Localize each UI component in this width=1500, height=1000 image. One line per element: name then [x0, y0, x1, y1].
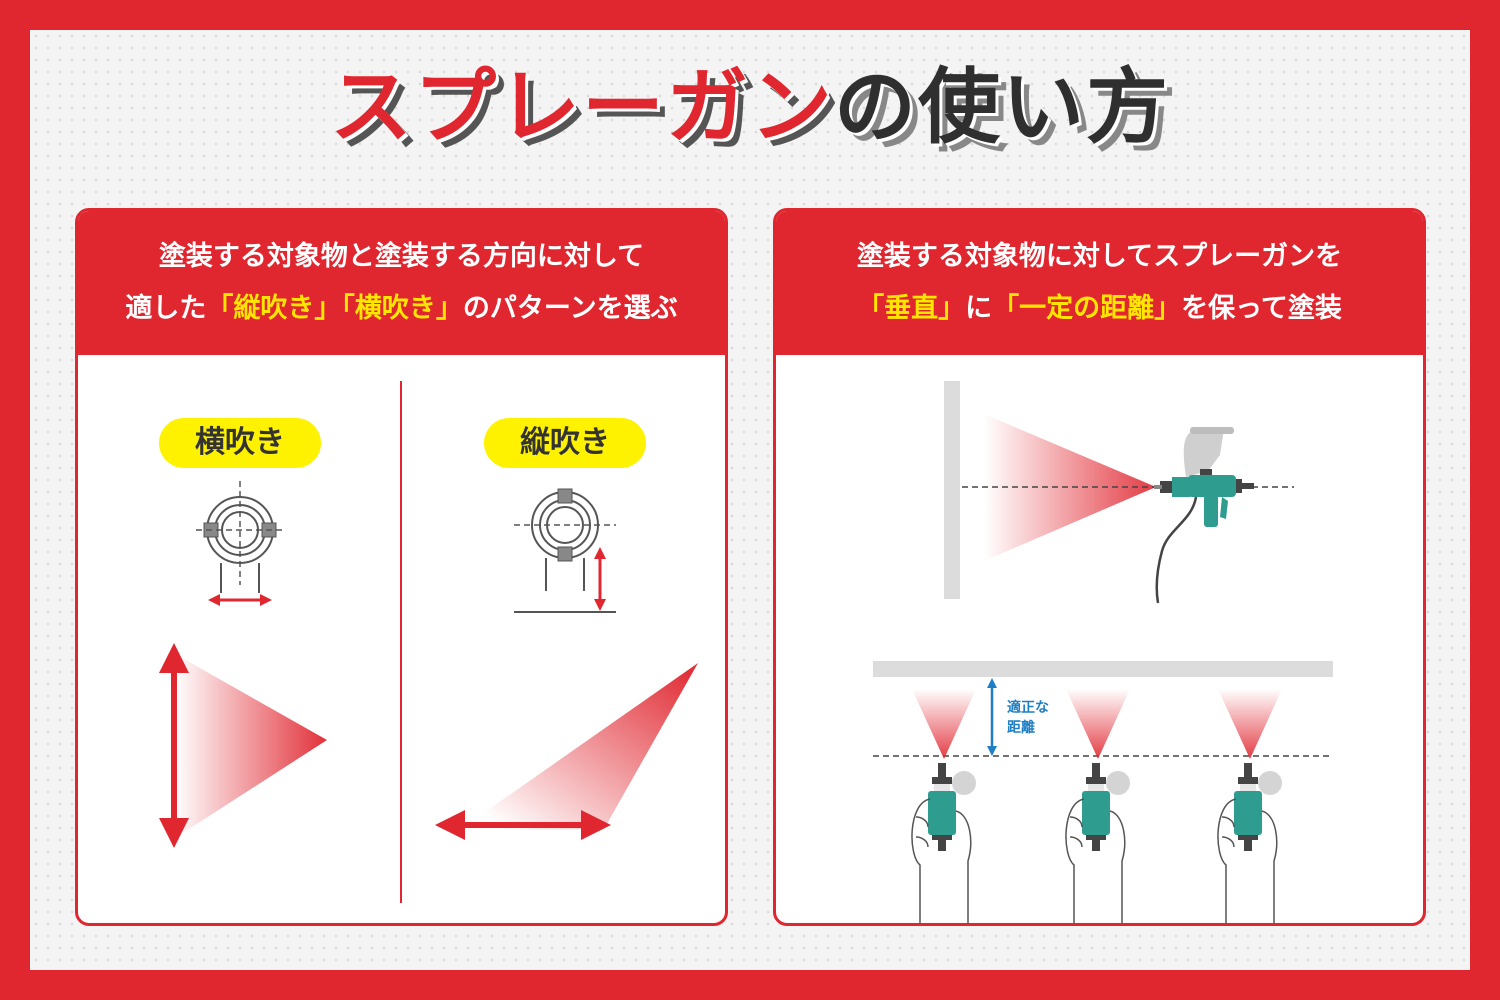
- highlight-vertical: 「縦吹き」: [206, 293, 342, 324]
- title-dark-part: の使い方: [834, 60, 1171, 155]
- spray-pattern-panel: 塗装する対象物と塗装する方向に対して 適した「縦吹き」「横吹き」のパターンを選ぶ: [75, 208, 728, 926]
- hand-spray-gun-2: [1065, 762, 1131, 923]
- spray-pattern-header: 塗装する対象物と塗装する方向に対して 適した「縦吹き」「横吹き」のパターンを選ぶ: [78, 211, 725, 355]
- highlight-horizontal: 「横吹き」: [341, 293, 463, 324]
- top-spray-2: [1066, 689, 1130, 759]
- header-line-2: 「垂直」に「一定の距離」を保って塗装: [857, 293, 1342, 324]
- title-red-part: スプレーガン: [329, 60, 834, 155]
- hand-spray-gun-3: [1217, 762, 1283, 923]
- highlight-perpendicular: 「垂直」: [857, 293, 966, 324]
- vertical-spray-fan: [458, 663, 698, 831]
- hand-spray-gun-1: [911, 762, 977, 923]
- header-line-2: 適した「縦吹き」「横吹き」のパターンを選ぶ: [125, 293, 678, 324]
- spray-distance-header: 塗装する対象物に対してスプレーガンを 「垂直」に「一定の距離」を保って塗装: [776, 211, 1423, 355]
- top-spray-1: [912, 689, 976, 759]
- top-spray-3: [1218, 689, 1282, 759]
- horizontal-spray-badge: 横吹き: [159, 418, 321, 468]
- header-line-1: 塗装する対象物に対してスプレーガンを: [856, 241, 1343, 272]
- spray-distance-panel: 塗装する対象物に対してスプレーガンを 「垂直」に「一定の距離」を保って塗装: [773, 208, 1426, 926]
- spray-distance-diagram: [873, 381, 1333, 923]
- page-title: スプレーガンの使い方: [0, 40, 1500, 159]
- vertical-nozzle-icon: [514, 488, 616, 613]
- horizontal-spray-fan: [175, 654, 327, 838]
- vertical-spray-badge: 縦吹き: [484, 418, 646, 468]
- header-line-1: 塗装する対象物と塗装する方向に対して: [158, 241, 645, 272]
- highlight-constant-distance: 「一定の距離」: [992, 293, 1182, 324]
- spray-gun-side-icon: [1154, 427, 1254, 604]
- target-wall-side: [944, 381, 960, 599]
- spray-pattern-diagram: [159, 381, 698, 903]
- side-spray-cone: [984, 414, 1156, 561]
- distance-label: 適正な 距離: [1007, 700, 1049, 736]
- target-surface-top: [873, 661, 1333, 677]
- horizontal-nozzle-icon: [196, 481, 284, 593]
